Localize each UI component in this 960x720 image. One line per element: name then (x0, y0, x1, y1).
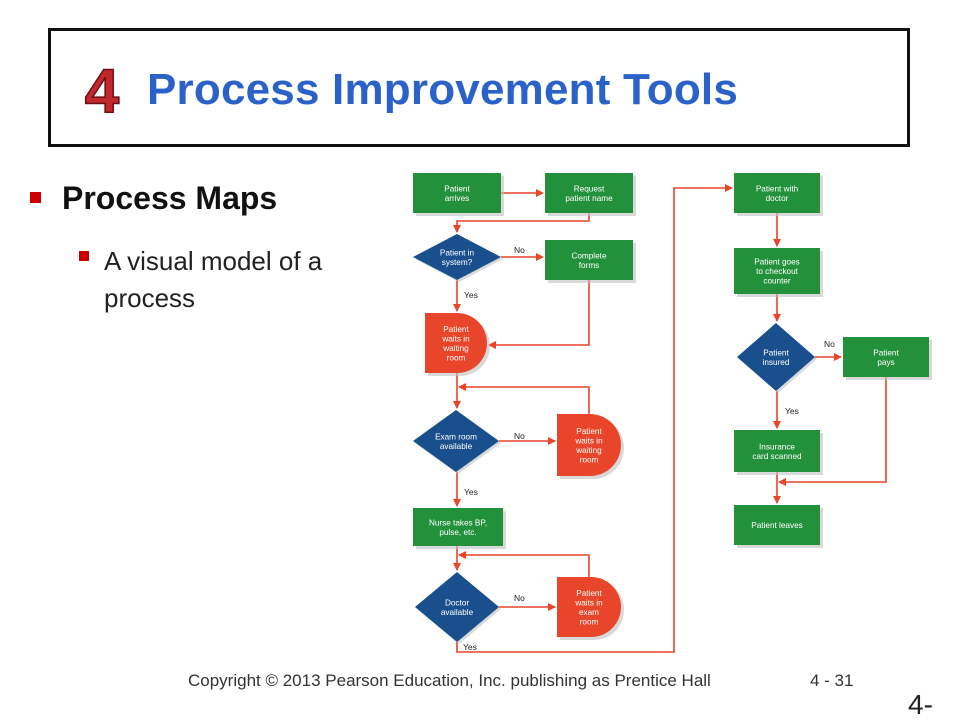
connector-arrow (458, 551, 590, 577)
flow-shape-delay (557, 414, 621, 476)
branch-label-yes4: Yes (785, 406, 799, 416)
page-number: 4 - 31 (810, 671, 854, 690)
sub-bullet-square-icon (79, 251, 89, 261)
branch-label-yes2: Yes (464, 487, 478, 497)
flow-node-nurse: Nurse takes BP,pulse, etc. (413, 508, 506, 549)
flow-shape-process (413, 508, 503, 546)
sub-bullet-visual-model: A visual model of a process (104, 246, 323, 313)
branch-label-no1: No (514, 245, 525, 255)
flow-shape-delay (425, 313, 487, 373)
title-frame (48, 28, 910, 147)
flow-shape-process (734, 173, 820, 213)
branch-label-no3: No (514, 593, 525, 603)
connector-arrow (488, 280, 590, 349)
flow-node-leaves: Patient leaves (734, 505, 823, 548)
slide-title: Process Improvement Tools (147, 65, 739, 114)
flow-shape-process (734, 505, 820, 545)
branch-label-yes3: Yes (463, 642, 477, 652)
branch-label-no4: No (824, 339, 835, 349)
flow-shape-delay (557, 577, 621, 637)
branch-label-yes1: Yes (464, 290, 478, 300)
flow-shape-process (413, 173, 501, 213)
connector-arrow (778, 377, 887, 486)
flow-shape-decision (413, 234, 501, 280)
flow-shape-process (545, 173, 633, 213)
flow-node-label: Nurse takes BP,pulse, etc. (429, 518, 487, 537)
flow-shape-decision (737, 323, 815, 391)
flow-shape-process (734, 248, 820, 294)
connector-arrow (453, 213, 590, 233)
flow-connectors (453, 184, 887, 653)
bullet-square-icon (30, 192, 41, 203)
chapter-marker: 4- (908, 689, 933, 720)
flow-shape-process (843, 337, 929, 377)
bullet-process-maps: Process Maps (62, 180, 278, 216)
flow-node-label: Patient leaves (751, 521, 802, 530)
flow-shape-process (545, 240, 633, 280)
flow-shape-process (734, 430, 820, 472)
badge-number: 4 (85, 58, 120, 122)
copyright-footer: Copyright © 2013 Pearson Education, Inc.… (188, 671, 711, 690)
branch-label-no2: No (514, 431, 525, 441)
connector-arrow (458, 383, 590, 414)
connector-arrow (456, 184, 733, 653)
number-4-badge-icon: 4 (84, 58, 121, 122)
flow-shape-decision (415, 572, 499, 642)
flow-shape-decision (413, 410, 499, 472)
